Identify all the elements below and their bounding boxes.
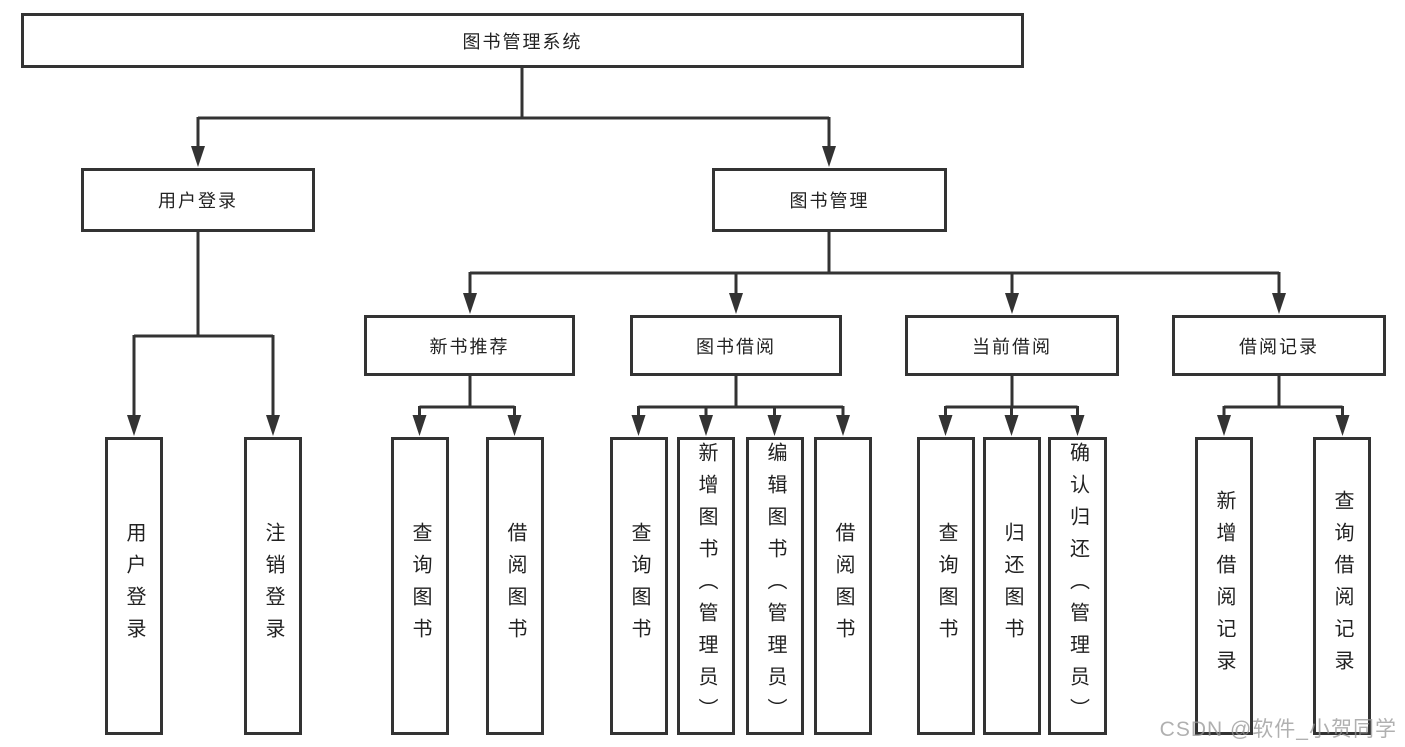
leaf-rec-borrow-book-label: 借阅图书 [504, 522, 526, 650]
leaf-add-book-admin: 新增图书（管理员） [677, 437, 735, 735]
node-root: 图书管理系统 [21, 13, 1024, 68]
node-new-book-recommend: 新书推荐 [364, 315, 575, 376]
leaf-rec-query-book: 查询图书 [391, 437, 449, 735]
leaf-confirm-return-admin: 确认归还（管理员） [1048, 437, 1107, 735]
leaf-borrow-borrow-book: 借阅图书 [814, 437, 872, 735]
leaf-query-borrow-record-label: 查询借阅记录 [1331, 490, 1353, 682]
csdn-watermark: CSDN @软件_小贺同学 [1159, 718, 1397, 741]
leaf-user-login: 用户登录 [105, 437, 163, 735]
node-book-management-label: 图书管理 [789, 191, 870, 211]
leaf-edit-book-admin: 编辑图书（管理员） [746, 437, 804, 735]
node-book-borrowing-label: 图书借阅 [696, 336, 776, 357]
leaf-add-borrow-record: 新增借阅记录 [1195, 437, 1253, 735]
leaf-current-query-book: 查询图书 [917, 437, 975, 735]
leaf-user-login-label: 用户登录 [123, 522, 145, 650]
leaf-borrow-query-book: 查询图书 [610, 437, 668, 735]
leaf-query-borrow-record: 查询借阅记录 [1313, 437, 1371, 735]
leaf-rec-query-book-label: 查询图书 [409, 522, 431, 650]
leaf-borrow-query-book-label: 查询图书 [628, 522, 650, 650]
leaf-return-book: 归还图书 [983, 437, 1041, 735]
node-user-login-label: 用户登录 [158, 191, 238, 211]
node-borrow-records: 借阅记录 [1172, 315, 1386, 376]
leaf-add-borrow-record-label: 新增借阅记录 [1213, 490, 1235, 682]
node-root-label: 图书管理系统 [462, 31, 583, 52]
leaf-current-query-book-label: 查询图书 [935, 522, 957, 650]
leaf-confirm-return-admin-label: 确认归还（管理员） [1066, 442, 1089, 730]
node-current-borrowing-label: 当前借阅 [972, 336, 1052, 357]
node-user-login: 用户登录 [81, 168, 315, 232]
leaf-logout: 注销登录 [244, 437, 302, 735]
leaf-logout-label: 注销登录 [262, 522, 284, 650]
node-current-borrowing: 当前借阅 [905, 315, 1119, 376]
leaf-add-book-admin-label: 新增图书（管理员） [695, 442, 717, 730]
leaf-return-book-label: 归还图书 [1001, 522, 1023, 650]
node-book-management: 图书管理 [712, 168, 947, 232]
leaf-edit-book-admin-label: 编辑图书（管理员） [764, 442, 786, 730]
leaf-rec-borrow-book: 借阅图书 [486, 437, 544, 735]
node-new-book-recommend-label: 新书推荐 [429, 336, 510, 357]
node-book-borrowing: 图书借阅 [630, 315, 842, 376]
leaf-borrow-borrow-book-label: 借阅图书 [832, 522, 854, 650]
node-borrow-records-label: 借阅记录 [1239, 336, 1319, 357]
